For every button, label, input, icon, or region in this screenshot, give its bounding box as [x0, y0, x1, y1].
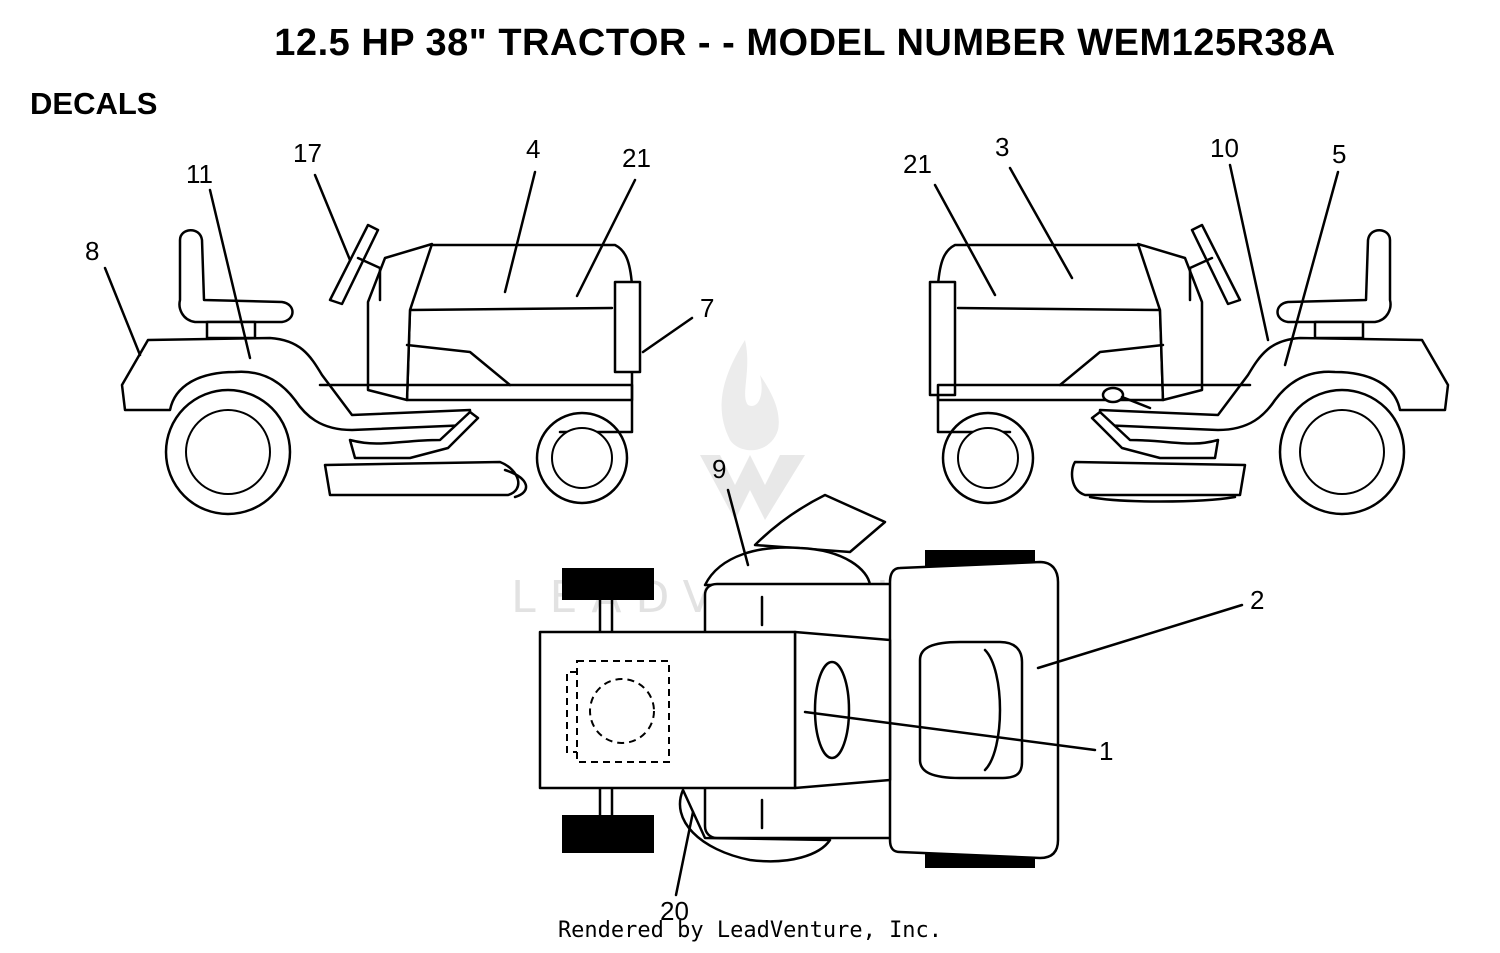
callout-3: 3 — [995, 132, 1009, 162]
callout-21-left: 21 — [622, 143, 651, 173]
tractor-top-view — [538, 493, 1060, 868]
left-view-leaders — [103, 170, 694, 360]
callout-2: 2 — [1250, 585, 1264, 615]
callout-17: 17 — [293, 138, 322, 168]
footer-credit: Rendered by LeadVenture, Inc. — [557, 918, 943, 943]
page-title: 12.5 HP 38" TRACTOR - - MODEL NUMBER WEM… — [274, 22, 1336, 64]
callout-20: 20 — [660, 896, 689, 926]
callout-7: 7 — [700, 293, 714, 323]
callout-4: 4 — [526, 134, 540, 164]
callout-1: 1 — [1099, 736, 1113, 766]
callout-9: 9 — [712, 454, 726, 484]
right-view-leaders — [933, 163, 1340, 367]
tractor-right-view — [928, 223, 1450, 516]
top-view-leaders — [674, 488, 1244, 897]
tractor-left-view — [120, 223, 642, 516]
callout-8: 8 — [85, 236, 99, 266]
callout-10: 10 — [1210, 133, 1239, 163]
callout-11: 11 — [186, 159, 213, 189]
section-heading: DECALS — [30, 86, 158, 121]
callout-21-right: 21 — [903, 149, 932, 179]
callout-labels: 8 11 17 4 21 7 21 3 10 5 9 2 1 20 — [85, 132, 1346, 926]
callout-5: 5 — [1332, 139, 1346, 169]
